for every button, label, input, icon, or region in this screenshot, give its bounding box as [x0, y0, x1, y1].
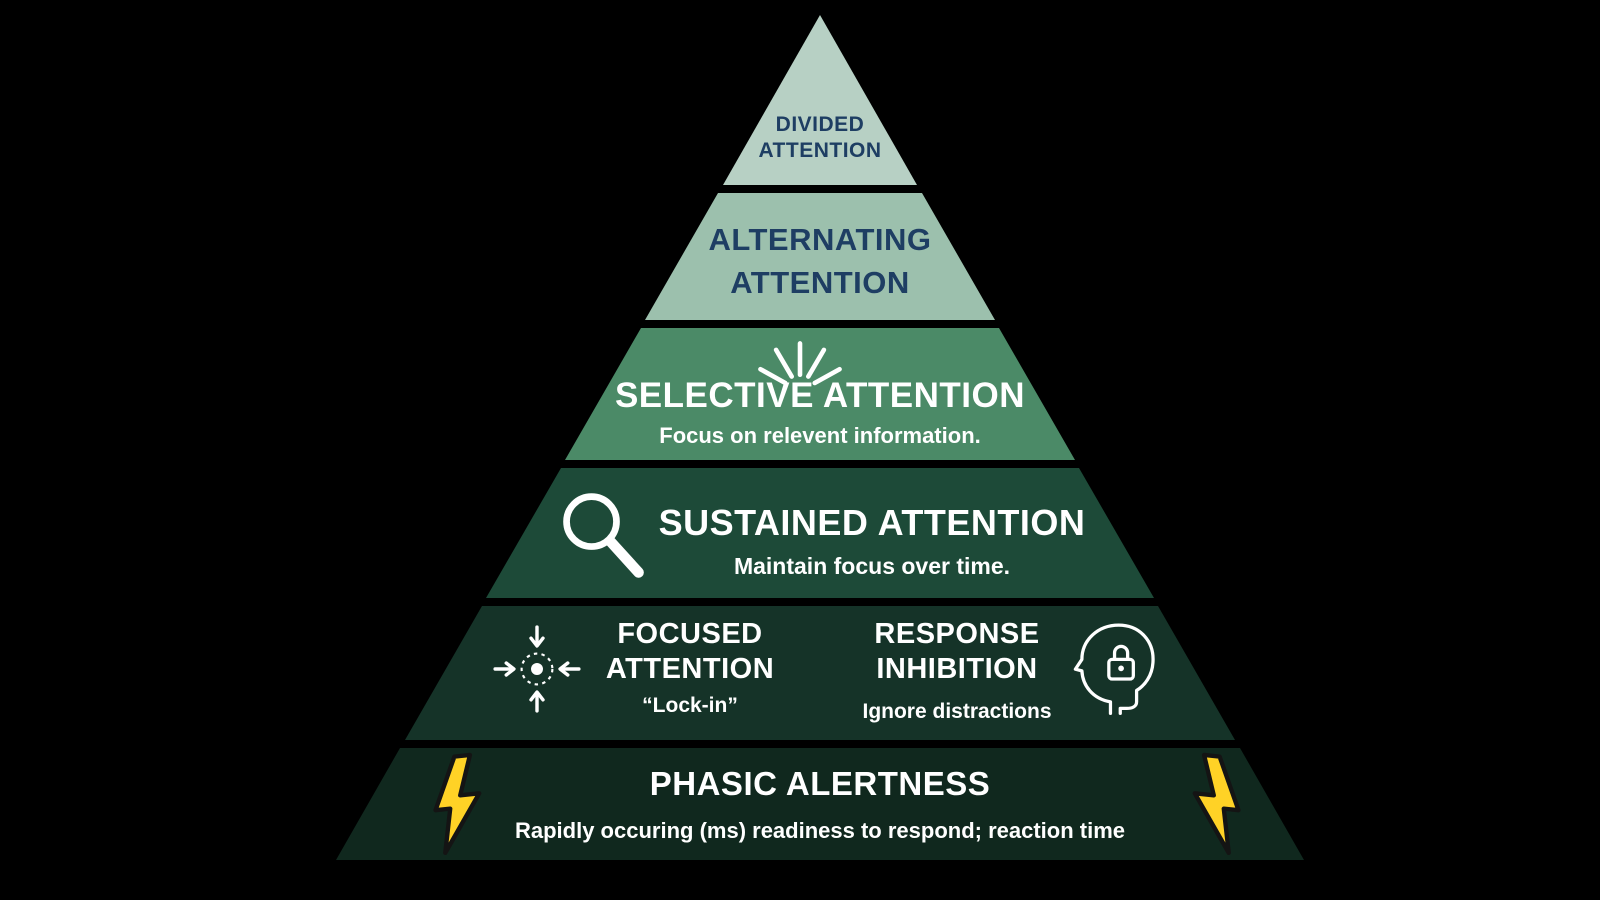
burst-rays-icon [754, 334, 846, 391]
response-inhibition-subtitle: Ignore distractions [862, 700, 1052, 723]
focused-attention-subtitle: “Lock-in” [642, 694, 738, 717]
lightning-icon-right [1181, 751, 1254, 862]
sustained-attention-title: SUSTAINED ATTENTION [658, 502, 1086, 543]
response-inhibition-title: RESPONSE INHIBITION [874, 618, 1040, 686]
sustained-attention-subtitle: Maintain focus over time. [733, 553, 1011, 579]
phasic-alertness-title: PHASIC ALERTNESS [649, 765, 991, 802]
head-lock-icon [1068, 614, 1166, 727]
selective-attention-title: SELECTIVE ATTENTION [614, 376, 1026, 415]
magnifier-icon [556, 488, 652, 589]
alternating-attention-title: ALTERNATING ATTENTION [708, 222, 932, 301]
lightning-icon-left [421, 751, 494, 862]
converging-arrows-icon [490, 622, 584, 721]
selective-attention-subtitle: Focus on relevent information. [659, 423, 981, 448]
focused-attention-title: FOCUSED ATTENTION [605, 618, 775, 686]
phasic-alertness-subtitle: Rapidly occuring (ms) readiness to respo… [514, 818, 1126, 843]
divided-attention-title: DIVIDED ATTENTION [758, 113, 882, 163]
